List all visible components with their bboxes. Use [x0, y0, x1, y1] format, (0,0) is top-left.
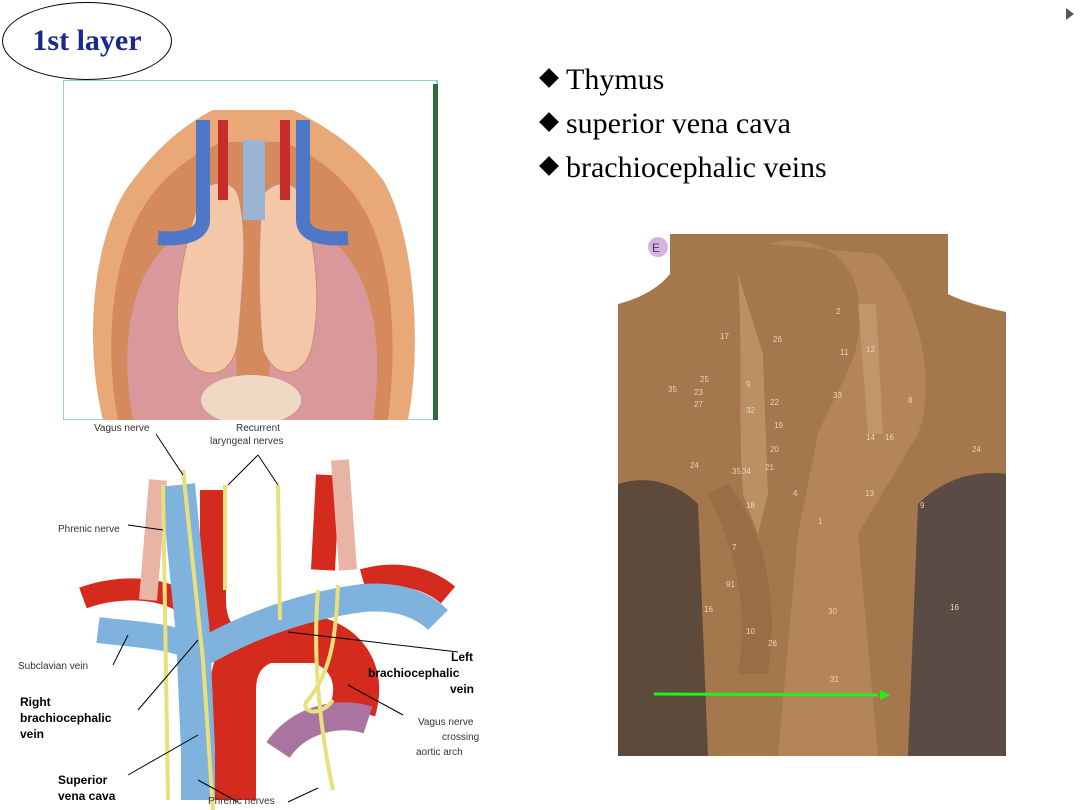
photo-number-label: 35 [732, 467, 741, 476]
label-left-brachio-3: vein [450, 682, 474, 696]
photo-number-label: 24 [972, 445, 981, 454]
label-right-brachio-2: brachiocephalic [20, 711, 112, 725]
bullet-item: Thymus [536, 58, 827, 102]
label-recurrent: Recurrent [236, 423, 280, 434]
label-left-brachio-1: Left [451, 650, 473, 664]
photo-number-label: 27 [694, 400, 703, 409]
diamond-bullet-icon [539, 156, 559, 176]
photo-number-label: 35 [668, 385, 677, 394]
label-vagus-crossing-1: Vagus nerve [418, 717, 474, 728]
photo-number-label: 22 [770, 398, 779, 407]
diamond-bullet-icon [539, 68, 559, 88]
green-arrow-head-icon [880, 690, 890, 700]
label-phrenic-nerves: Phrenic nerves [208, 796, 275, 807]
label-subclavian-vein: Subclavian vein [18, 661, 88, 672]
photo-number-label: 26 [768, 639, 777, 648]
photo-number-label: 16 [950, 603, 959, 612]
photo-number-label: 16 [885, 433, 894, 442]
label-left-brachio-2: brachiocephalic [368, 666, 460, 680]
label-vagus-crossing-3: aortic arch [416, 747, 463, 758]
photo-number-label: 24 [690, 461, 699, 470]
photo-number-label: 25 [700, 375, 709, 384]
label-phrenic-nerve: Phrenic nerve [58, 524, 120, 535]
photo-number-label: 1 [818, 517, 823, 526]
photo-number-label: 23 [694, 388, 703, 397]
label-right-brachio-3: vein [20, 727, 44, 741]
photo-number-label: 30 [828, 607, 837, 616]
label-vagus-nerve: Vagus nerve [94, 423, 150, 434]
photo-number-label: 33 [833, 391, 842, 400]
photo-number-label: 18 [746, 501, 755, 510]
great-vessels-diagram: Vagus nerve Recurrent laryngeal nerves P… [18, 423, 479, 810]
photo-number-label: 14 [866, 433, 875, 442]
photo-number-label: 21 [765, 463, 774, 472]
photo-number-label: 20 [770, 445, 779, 454]
photo-number-label: 16 [704, 605, 713, 614]
photo-number-label: 4 [793, 489, 798, 498]
label-svc-2: vena cava [58, 789, 116, 803]
label-vagus-crossing-2: crossing [442, 732, 479, 743]
label-svc-1: Superior [58, 773, 108, 787]
photo-number-label: 8 [908, 396, 913, 405]
bullet-item: superior vena cava [536, 102, 827, 146]
photo-number-label: 31 [830, 675, 839, 684]
photo-number-label: 17 [720, 332, 729, 341]
diamond-bullet-icon [539, 112, 559, 132]
photo-number-label: 9 [920, 501, 925, 510]
next-slide-arrow-icon[interactable] [1066, 8, 1074, 20]
slide-title: 1st layer [32, 24, 142, 57]
photo-number-label: 26 [773, 335, 782, 344]
label-laryngeal-nerves: laryngeal nerves [210, 436, 283, 447]
bullet-list: Thymus superior vena cava brachiocephali… [536, 58, 827, 190]
thoracic-illustration [63, 80, 438, 420]
photo-number-label: 10 [746, 627, 755, 636]
green-arrow-line [653, 692, 879, 697]
photo-number-label: 12 [866, 345, 875, 354]
photo-number-label: 11 [840, 348, 849, 357]
photo-number-label: 7 [732, 543, 737, 552]
photo-number-label: 9 [746, 380, 751, 389]
label-right-brachio-1: Right [20, 695, 51, 709]
photo-number-label: 32 [746, 406, 755, 415]
photo-number-label: 34 [742, 467, 751, 476]
bullet-item: brachiocephalic veins [536, 146, 827, 190]
panel-letter: E [652, 241, 660, 255]
photo-number-label: 19 [774, 421, 783, 430]
photo-number-label: 2 [836, 307, 841, 316]
photo-number-label: 13 [865, 489, 874, 498]
title-oval: 1st layer [2, 2, 172, 80]
photo-number-label: 91 [726, 580, 735, 589]
